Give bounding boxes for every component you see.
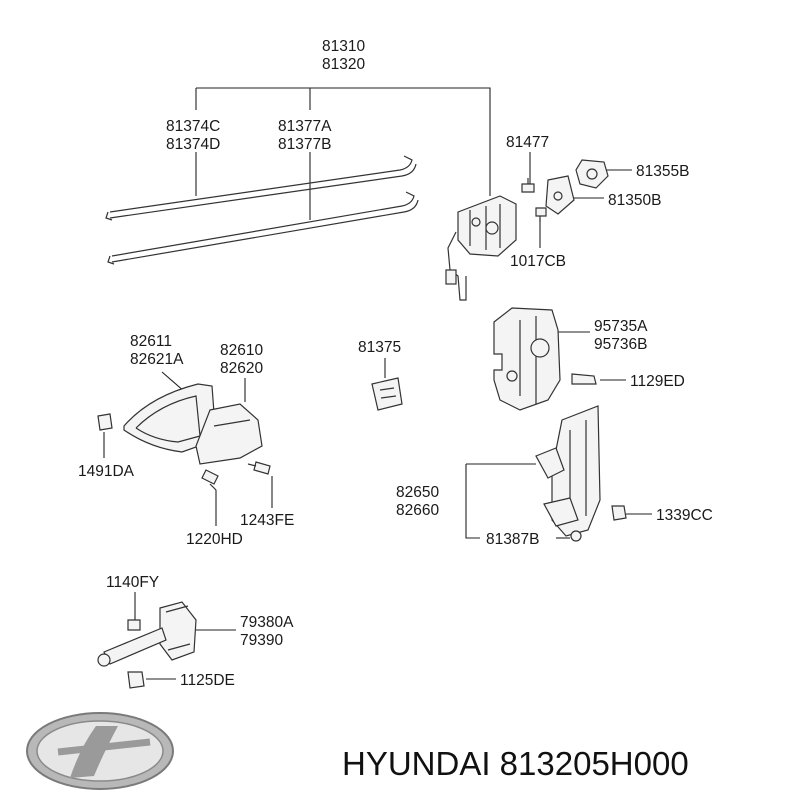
rod-81377 bbox=[107, 191, 419, 265]
bolt-1125DE bbox=[127, 671, 145, 689]
hyundai-logo bbox=[26, 712, 174, 790]
clip-1491DA bbox=[97, 413, 113, 431]
label-1491DA: 1491DA bbox=[78, 463, 135, 480]
label-81374C: 81374C bbox=[166, 118, 220, 135]
label-95736B: 95736B bbox=[594, 336, 647, 353]
door-lock-95735A bbox=[493, 307, 597, 411]
inside-handle bbox=[123, 383, 263, 465]
screw-1243FE bbox=[247, 461, 271, 475]
latch-assembly bbox=[445, 195, 517, 301]
nut-1339CC bbox=[611, 505, 627, 521]
label-81320: 81320 bbox=[322, 56, 365, 73]
label-82610: 82610 bbox=[220, 342, 263, 359]
gasket-81355B bbox=[575, 159, 609, 189]
label-1125DE: 1125DE bbox=[180, 672, 235, 689]
door-checker-79380A bbox=[97, 601, 197, 667]
label-81355B: 81355B bbox=[636, 163, 689, 180]
label-95735A: 95735A bbox=[594, 318, 648, 335]
label-1220HD: 1220HD bbox=[186, 531, 243, 548]
label-81310: 81310 bbox=[322, 38, 365, 55]
part-labels: 81310 81320 81374C 81374D 81377A 81377B … bbox=[78, 38, 713, 689]
label-82650: 82650 bbox=[396, 484, 439, 501]
label-79380A: 79380A bbox=[240, 614, 294, 631]
brand-part-number: HYUNDAI 813205H000 bbox=[342, 745, 689, 782]
label-82660: 82660 bbox=[396, 502, 439, 519]
bolt-1140FY bbox=[127, 619, 141, 631]
bolt-81477 bbox=[521, 178, 535, 193]
label-1339CC: 1339CC bbox=[656, 507, 713, 524]
label-1140FY: 1140FY bbox=[106, 574, 159, 591]
label-79390: 79390 bbox=[240, 632, 283, 649]
clip-81375 bbox=[371, 377, 403, 411]
screw-1220HD bbox=[201, 469, 219, 491]
label-1129ED: 1129ED bbox=[630, 373, 685, 390]
leader-lines bbox=[103, 87, 652, 680]
label-81375: 81375 bbox=[358, 339, 401, 356]
label-81374D: 81374D bbox=[166, 136, 220, 153]
label-82611: 82611 bbox=[130, 333, 172, 350]
label-1017CB: 1017CB bbox=[510, 253, 566, 270]
rod-81374 bbox=[105, 155, 417, 221]
label-82621A: 82621A bbox=[130, 351, 184, 368]
hinge-82650 bbox=[535, 405, 601, 542]
label-81377B: 81377B bbox=[278, 136, 331, 153]
label-1243FE: 1243FE bbox=[240, 512, 294, 529]
striker-81350B bbox=[545, 175, 575, 215]
label-81477: 81477 bbox=[506, 134, 549, 151]
screw-1017CB bbox=[535, 207, 547, 222]
label-81350B: 81350B bbox=[608, 192, 661, 209]
label-82620: 82620 bbox=[220, 360, 263, 377]
label-81377A: 81377A bbox=[278, 118, 332, 135]
label-81387B: 81387B bbox=[486, 531, 539, 548]
